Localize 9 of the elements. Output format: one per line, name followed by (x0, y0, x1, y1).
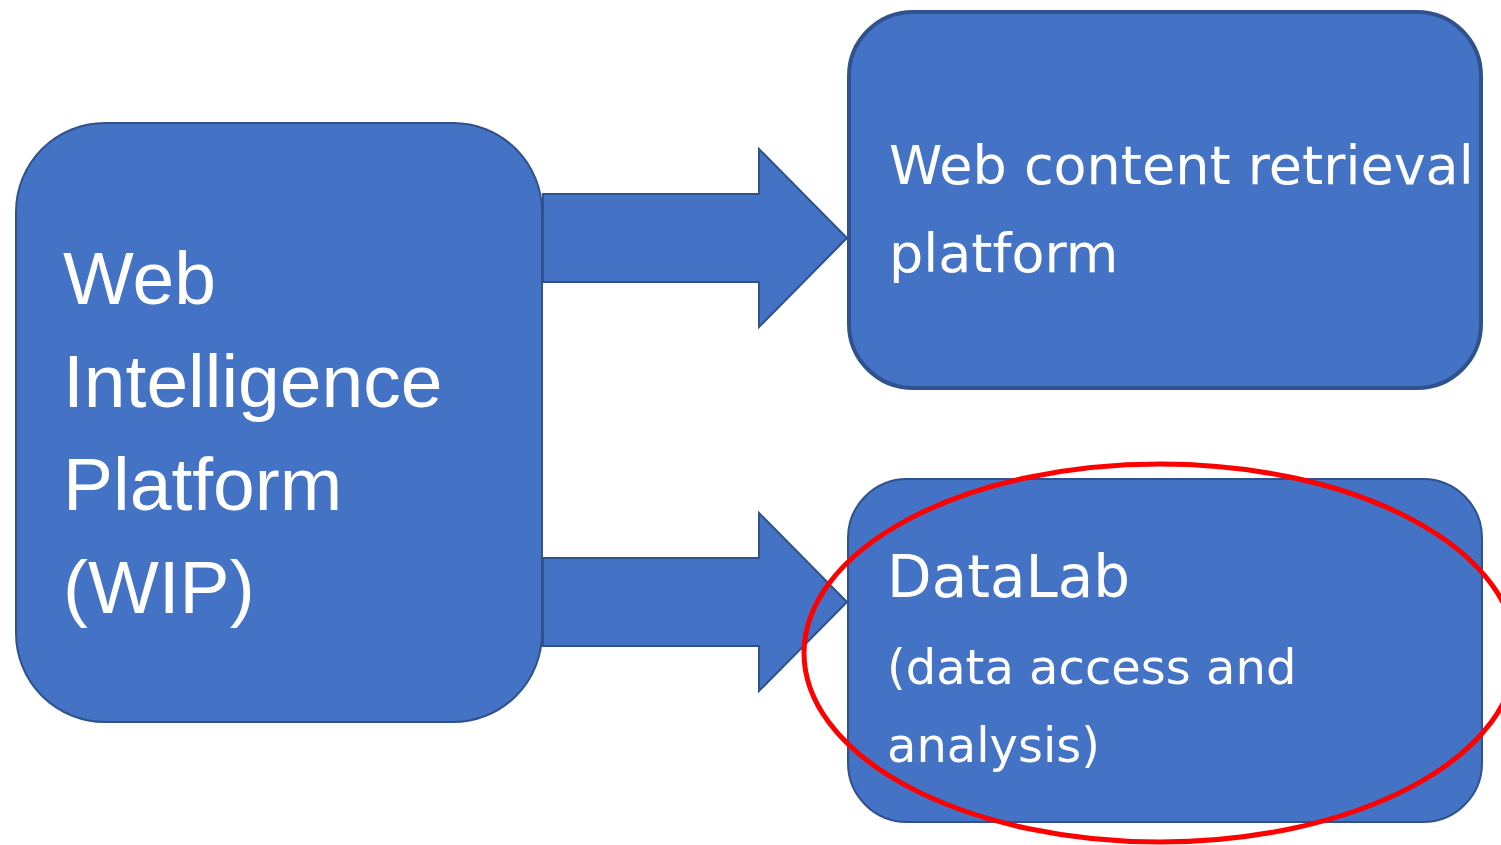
block-arrow (542, 510, 849, 694)
rounded-box (15, 122, 543, 723)
node-title: DataLab (887, 542, 1131, 612)
rounded-box (847, 10, 1483, 390)
node-title: Web content retrieval platform (889, 133, 1475, 287)
node-description: (data access and analysis) (887, 638, 1298, 775)
block-arrow (542, 146, 849, 330)
node-title: Web Intelligence Platform (WIP) (63, 235, 444, 631)
rounded-box (847, 478, 1483, 823)
